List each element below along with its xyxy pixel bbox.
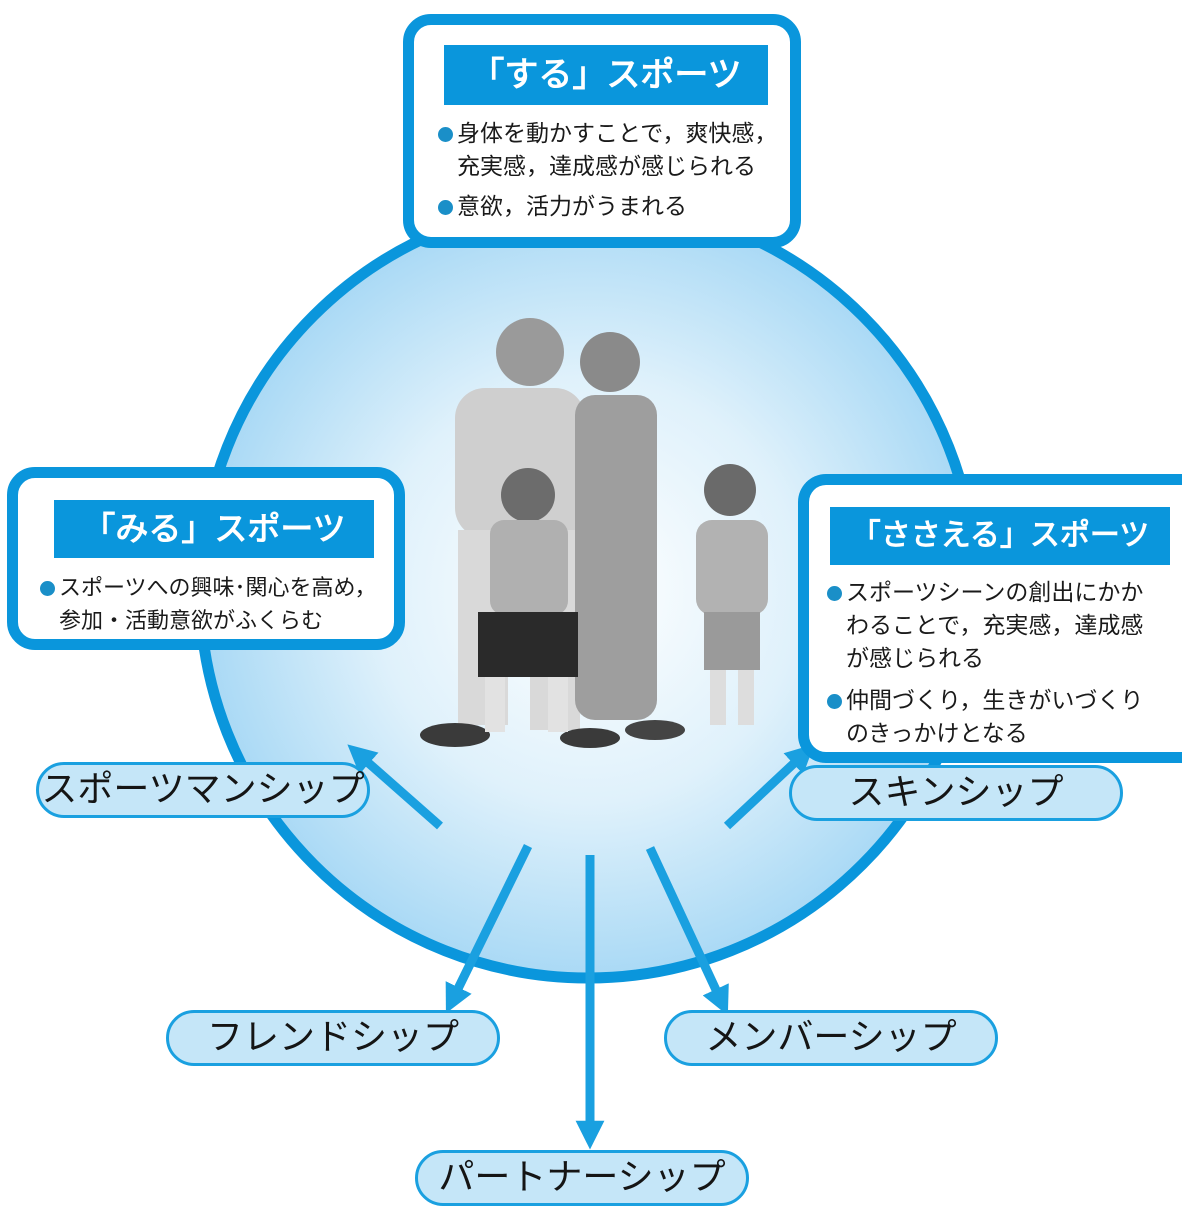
suru-bullet-1: 身体を動かすことで，爽快感， 充実感，達成感が感じられる bbox=[438, 118, 777, 184]
miru-sports-title: 「みる」スポーツ bbox=[54, 500, 374, 558]
suru-sports-title: 「する」スポーツ bbox=[444, 45, 768, 105]
sasaeru-sports-title: 「ささえる」スポーツ bbox=[830, 507, 1170, 565]
sasaeru-bullet-2: 仲間づくり，生きがいづくり のきっかけとなる bbox=[827, 685, 1143, 751]
partnership-pill: パートナーシップ bbox=[415, 1150, 749, 1206]
suru-bullet-2: 意欲，活力がうまれる bbox=[438, 191, 687, 224]
skinship-pill: スキンシップ bbox=[789, 765, 1123, 821]
membership-pill: メンバーシップ bbox=[664, 1010, 998, 1066]
bullet-dot-icon bbox=[827, 694, 842, 709]
bullet-dot-icon bbox=[438, 200, 453, 215]
friendship-pill: フレンドシップ bbox=[166, 1010, 500, 1066]
sportsmanship-pill: スポーツマンシップ bbox=[36, 762, 370, 818]
bullet-dot-icon bbox=[827, 586, 842, 601]
bullet-dot-icon bbox=[438, 127, 453, 142]
suru-sports-box: 「する」スポーツ 身体を動かすことで，爽快感， 充実感，達成感が感じられる 意欲… bbox=[403, 14, 801, 248]
bullet-dot-icon bbox=[40, 581, 55, 596]
outcome-arrows bbox=[347, 744, 815, 1150]
sasaeru-bullet-1: スポーツシーンの創出にかか わることで，充実感，達成感 が感じられる bbox=[827, 577, 1143, 676]
sasaeru-sports-box: 「ささえる」スポーツ スポーツシーンの創出にかか わることで，充実感，達成感 が… bbox=[798, 474, 1182, 763]
family-illustration bbox=[420, 318, 768, 748]
miru-sports-box: 「みる」スポーツ スポーツへの興味･関心を高め， 参加・活動意欲がふくらむ bbox=[7, 467, 405, 650]
miru-bullet-1: スポーツへの興味･関心を高め， 参加・活動意欲がふくらむ bbox=[40, 572, 376, 638]
